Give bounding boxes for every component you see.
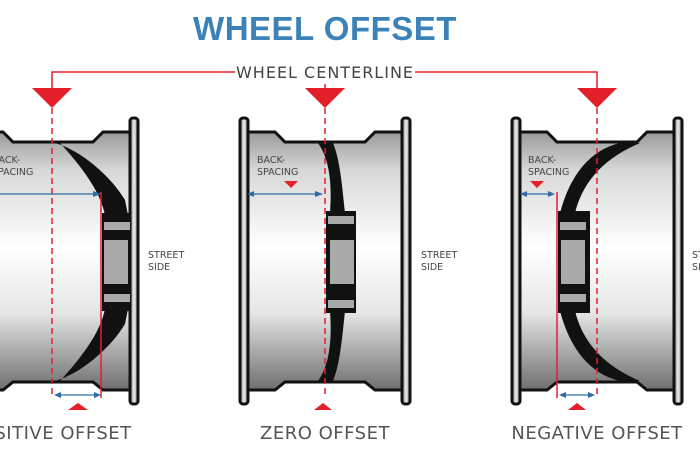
backspacing-label: SPACING	[257, 167, 298, 178]
street-side-label: STREET	[421, 250, 457, 261]
spoke	[318, 143, 345, 213]
spoke	[55, 143, 128, 215]
offset-marker-icon	[68, 403, 88, 410]
wheel-label: NEGATIVE OFFSET	[511, 423, 683, 444]
hub	[330, 240, 354, 284]
offset-marker-icon	[568, 403, 586, 410]
diagram-title: WHEEL OFFSET	[193, 10, 457, 47]
hub	[561, 240, 585, 284]
centerline-bracket: WHEEL CENTERLINE	[32, 63, 617, 108]
backspacing-label: BACK-	[257, 155, 285, 166]
wheel-zero-offset: BACK- SPACING STREET SIDE ZERO OFFSET	[238, 108, 457, 444]
backspacing-label: SPACING	[528, 167, 569, 178]
centerline-marker-icon	[577, 88, 617, 108]
backspacing-label: BACK-	[0, 155, 20, 166]
centerline-label: WHEEL CENTERLINE	[236, 63, 414, 82]
spoke	[560, 311, 640, 381]
street-side-label: SIDE	[692, 262, 700, 273]
wheel-negative-offset: BACK- SPACING STREET SIDE NEGATIVE OFFSE…	[510, 108, 700, 444]
street-side-label: SIDE	[421, 262, 443, 273]
spoke	[318, 311, 345, 381]
hub	[104, 240, 128, 284]
wheel-label: POSITIVE OFFSET	[0, 423, 132, 444]
wheel-positive-offset: BACK- SPACING STREET SIDE POSITIVE OFFSE…	[0, 108, 184, 444]
centerline-marker-icon	[305, 88, 345, 108]
street-side-label: STREET	[148, 250, 184, 261]
offset-marker-icon	[314, 403, 332, 410]
backspacing-label: SPACING	[0, 167, 33, 178]
backspacing-label: BACK-	[528, 155, 556, 166]
street-side-label: STREET	[692, 250, 700, 261]
street-side-label: SIDE	[148, 262, 170, 273]
spoke	[560, 143, 640, 213]
centerline-marker-icon	[32, 88, 72, 108]
spoke	[55, 309, 128, 381]
wheel-label: ZERO OFFSET	[260, 423, 390, 444]
